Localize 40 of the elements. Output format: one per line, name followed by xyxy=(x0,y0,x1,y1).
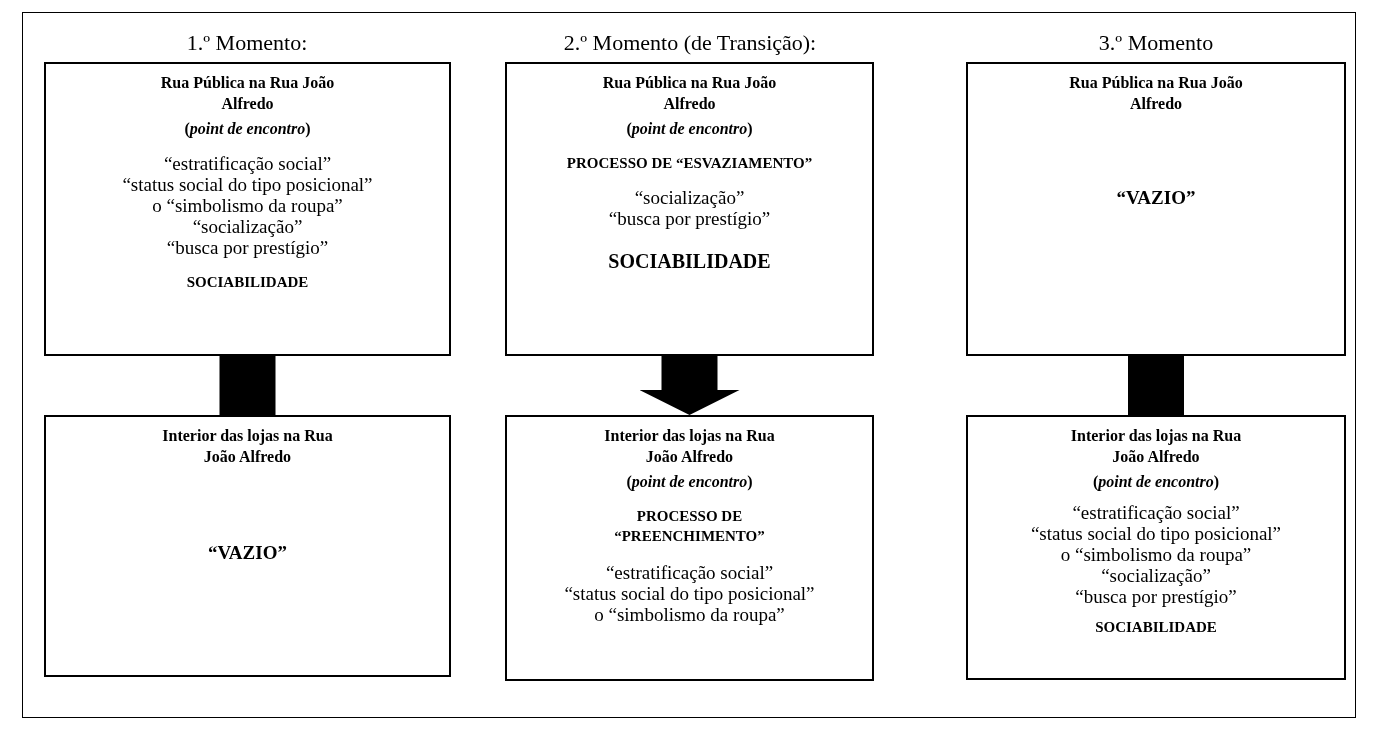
box-text: “status social do tipo posicional” xyxy=(122,174,373,195)
box-text: “socialização” xyxy=(1101,565,1211,586)
column-heading: 1.º Momento: xyxy=(186,30,308,56)
box-text: “VAZIO” xyxy=(1116,186,1196,210)
box-text: SOCIABILIDADE xyxy=(608,249,771,273)
box-text: o “simbolismo da roupa” xyxy=(594,604,785,625)
column-heading: 3.º Momento xyxy=(1098,30,1214,56)
box-text: o “simbolismo da roupa” xyxy=(152,195,343,216)
box-text: o “simbolismo da roupa” xyxy=(1060,544,1252,565)
text-box xyxy=(966,415,1346,680)
text-box xyxy=(44,62,451,356)
box-text: (point de encontro) xyxy=(184,119,311,139)
text-box xyxy=(966,62,1346,356)
box-text: PROCESSO DE “ESVAZIAMENTO” xyxy=(566,154,813,173)
box-text: “status social do tipo posicional” xyxy=(564,583,815,604)
box-text: Interior das lojas na Rua João Alfredo xyxy=(161,426,334,467)
box-text: “estratificação social” xyxy=(1072,502,1240,523)
box-text: “status social do tipo posicional” xyxy=(1030,523,1282,544)
box-text: “socialização” xyxy=(192,216,303,237)
box-text: “busca por prestígio” xyxy=(608,208,771,229)
box-text: “socialização” xyxy=(634,187,745,208)
box-text: SOCIABILIDADE xyxy=(186,273,309,292)
box-text: PROCESSO DE “PREENCHIMENTO” xyxy=(613,507,766,546)
connector-bar xyxy=(219,356,276,415)
box-text: “busca por prestígio” xyxy=(166,237,329,258)
text-box xyxy=(44,415,451,677)
box-text: “estratificação social” xyxy=(605,562,774,583)
box-text: “VAZIO” xyxy=(208,541,287,565)
box-text: SOCIABILIDADE xyxy=(1095,618,1217,637)
connector-bar xyxy=(1128,356,1184,415)
box-text: (point de encontro) xyxy=(626,472,753,492)
box-text: “estratificação social” xyxy=(163,153,332,174)
block-arrow xyxy=(639,356,740,415)
box-text: Rua Pública na Rua João Alfredo xyxy=(1068,73,1244,114)
box-text: (point de encontro) xyxy=(1092,472,1220,492)
text-box xyxy=(505,415,874,681)
column-heading: 2.º Momento (de Transição): xyxy=(563,30,817,56)
text-box xyxy=(505,62,874,356)
box-text: (point de encontro) xyxy=(626,119,753,139)
box-text: “busca por prestígio” xyxy=(1075,586,1237,607)
